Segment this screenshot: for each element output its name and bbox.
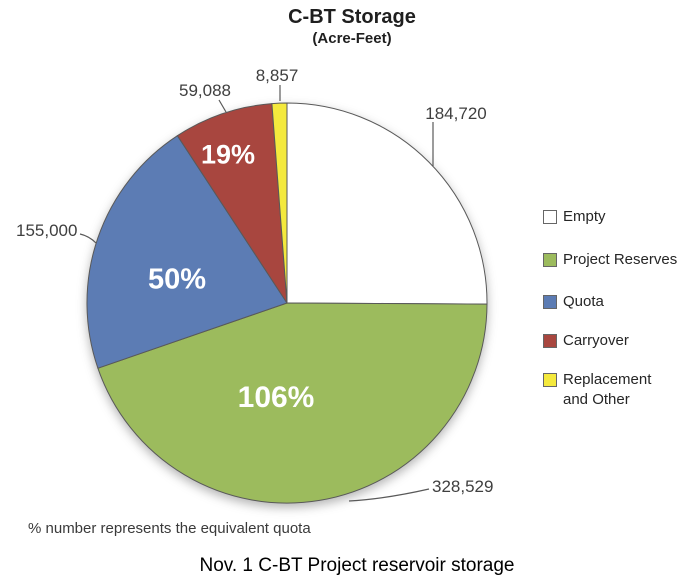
legend-item-project-reserves: Project Reserves xyxy=(543,250,677,270)
leader-line-project-reserves xyxy=(348,488,430,502)
legend-swatch-project-reserves xyxy=(543,253,557,267)
chart-subtitle: (Acre-Feet) xyxy=(312,30,392,47)
pie-slice-carryover xyxy=(176,103,288,304)
legend-swatch-quota xyxy=(543,295,557,309)
value-label-quota: 155,000 xyxy=(16,221,78,240)
legend-swatch-carryover xyxy=(543,334,557,348)
pie-slice-quota xyxy=(86,135,288,369)
legend-label-quota: Quota xyxy=(563,293,604,310)
value-label-replacement-and-other: 8,857 xyxy=(255,66,299,85)
pct-label-quota: 50% xyxy=(147,263,207,296)
leader-line-carryover xyxy=(218,99,227,113)
pct-label-project-reserves: 106% xyxy=(237,381,315,414)
legend-item-replacement-and-other: Replacement and Other xyxy=(543,370,667,411)
legend-label-empty: Empty xyxy=(563,208,606,225)
legend-label-project-reserves: Project Reserves xyxy=(563,251,678,268)
value-label-empty: 184,720 xyxy=(425,104,487,123)
caption: Nov. 1 C-BT Project reservoir storage xyxy=(199,555,515,576)
legend-item-empty: Empty xyxy=(543,207,606,227)
value-label-project-reserves: 328,529 xyxy=(432,477,494,496)
pie-slice-replacement-and-other xyxy=(271,102,288,304)
pie-slices xyxy=(86,102,488,504)
legend-label-carryover: Carryover xyxy=(563,332,629,349)
leader-line-quota xyxy=(79,233,97,244)
chart-title: C-BT Storage xyxy=(288,6,416,28)
pie-slice-project-reserves xyxy=(97,302,488,504)
legend-swatch-replacement-and-other xyxy=(543,373,557,387)
pie-slice-empty xyxy=(286,102,488,305)
legend-item-quota: Quota xyxy=(543,292,604,312)
footnote: % number represents the equivalent quota xyxy=(28,520,311,537)
legend-swatch-empty xyxy=(543,210,557,224)
pct-label-carryover: 19% xyxy=(200,139,256,170)
leader-lines xyxy=(79,85,434,502)
value-label-carryover: 59,088 xyxy=(179,81,231,100)
legend-item-carryover: Carryover xyxy=(543,331,629,351)
legend-label-replacement-and-other: Replacement and Other xyxy=(563,371,652,409)
